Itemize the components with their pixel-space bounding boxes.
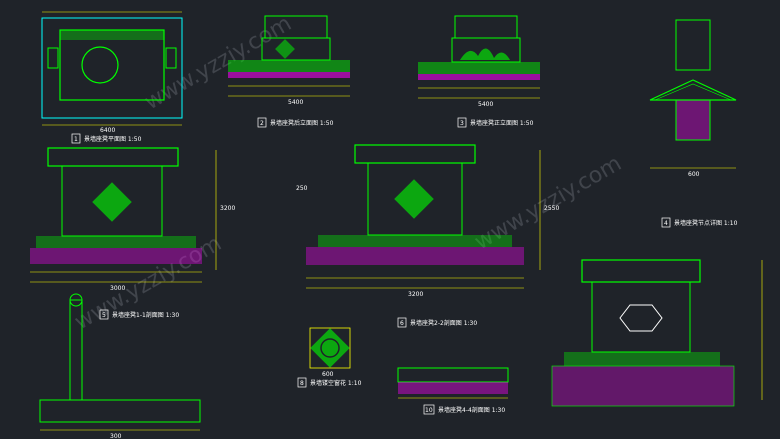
view-section-right [551,259,735,407]
column-small-dim: 300 [110,433,122,439]
plan-width-dim: 6400 [100,127,115,134]
title-6-text: 景墙座凳2-2剖面图 1:30 [410,319,477,327]
height-dim-a: 3200 [220,205,235,212]
title-labels: 1 景墙座凳平面图 1:50 2 景墙座凳后立面图 1:50 3 景墙座凳正立面… [71,117,738,415]
sec2-width-dim: 3200 [408,291,423,298]
front-elev-width-dim: 5400 [478,101,493,108]
title-3-text: 景墙座凳正立面图 1:50 [470,119,534,127]
title-5-num: 5 [102,312,106,319]
watermark-layer: www.yzziy.com www.yzziy.com www.yzziy.co… [71,11,626,335]
lattice-width-dim: 600 [322,371,334,378]
title-3-num: 3 [460,120,464,127]
title-4-num: 4 [664,220,668,227]
view-lattice-window: 600 [309,327,351,378]
title-2-num: 2 [260,120,264,127]
title-8-text: 景墙镂空窗花 1:10 [310,379,362,387]
view-plan: 6400 [41,11,183,134]
title-4-text: 景墙座凳节点详图 1:10 [674,219,738,227]
rear-elev-width-dim: 5400 [288,99,303,106]
title-10-text: 景墙座凳4-4剖面图 1:30 [438,406,505,414]
view-section-2: 3200 [306,144,524,298]
title-2-text: 景墙座凳后立面图 1:50 [270,119,334,127]
title-10-num: 10 [425,407,433,414]
title-1-text: 景墙座凳平面图 1:50 [84,135,142,143]
small-dim-b: 250 [296,185,308,192]
view-rear-elevation: 5400 [228,15,350,106]
detail-width-dim: 600 [688,171,700,178]
view-section-1: 3000 [30,147,202,292]
title-5-text: 景墙座凳1-1剖面图 1:30 [112,311,179,319]
height-dim-b: 2550 [544,205,559,212]
sec1-width-dim: 3000 [110,285,125,292]
title-8-num: 8 [300,380,304,387]
title-6-num: 6 [400,320,404,327]
view-front-elevation: 5400 [418,15,540,108]
view-section-4 [397,367,509,399]
vertical-dims: 3200 2550 [215,150,763,400]
title-1-num: 1 [74,136,78,143]
view-column: 300 [39,293,201,439]
view-node-detail: 600 [649,19,737,178]
